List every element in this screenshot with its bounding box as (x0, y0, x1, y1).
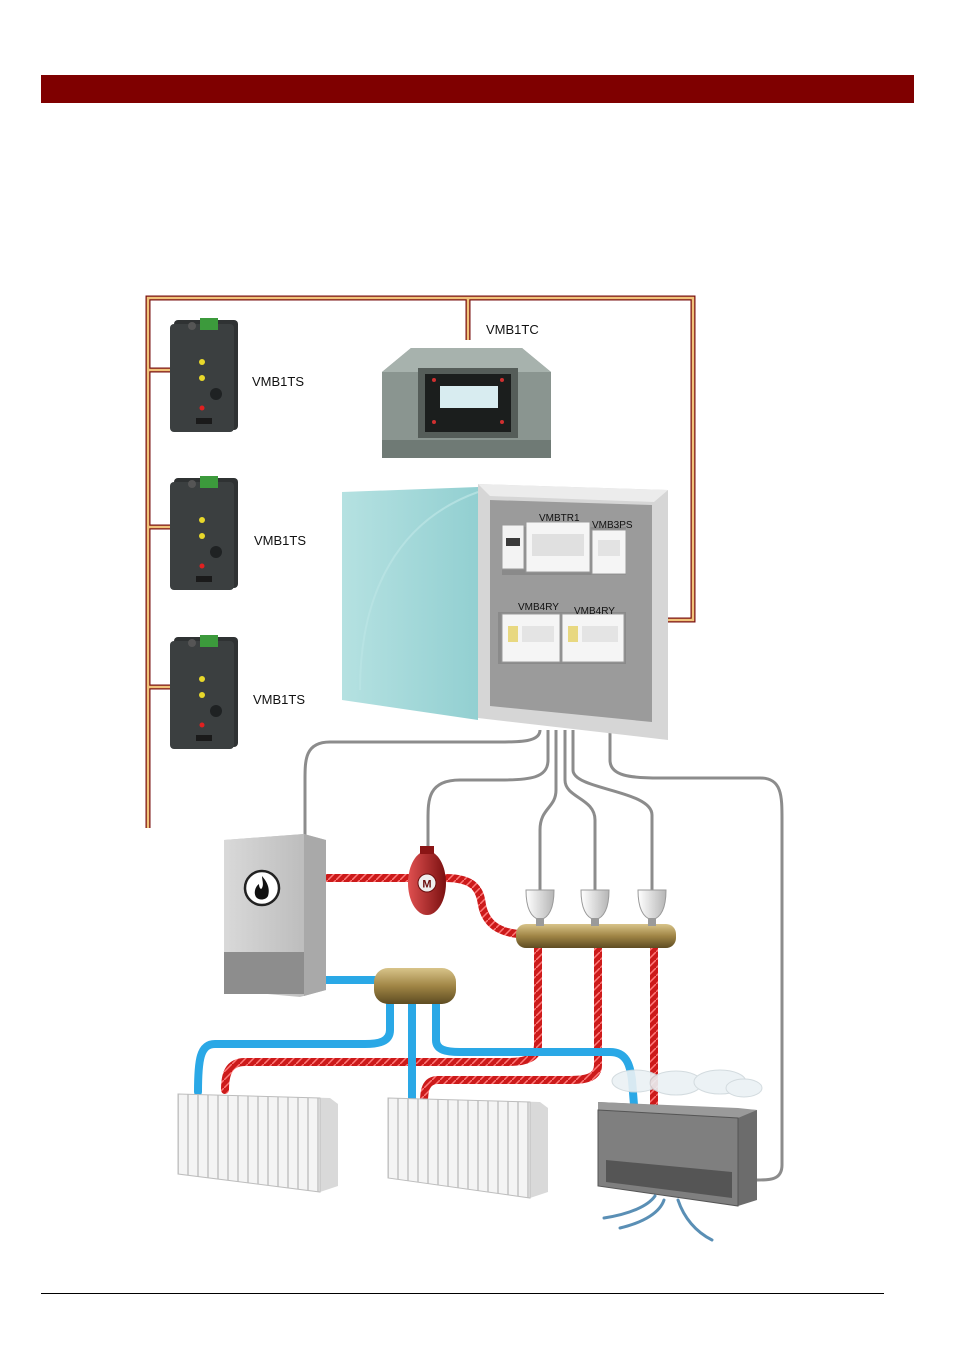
label-vmb1ts-2: VMB1TS (254, 533, 306, 548)
radiator-1 (178, 1094, 338, 1192)
vmb1tc-panel (382, 348, 551, 458)
vmb1ts-module-1 (170, 318, 238, 432)
label-vmb1ts-3: VMB1TS (253, 692, 305, 707)
airflow-icon (604, 1196, 712, 1240)
label-vmb4ry-2: VMB4RY (574, 606, 615, 617)
boiler (224, 834, 326, 997)
vmb3ps-module (592, 530, 626, 574)
valve-actuator-1 (526, 890, 554, 926)
motor-icon: M (408, 846, 446, 915)
vmbtr1-module (502, 522, 590, 572)
vmb1ts-module-3 (170, 635, 238, 749)
label-vmb4ry-1: VMB4RY (518, 602, 559, 613)
label-vmb3ps: VMB3PS (592, 520, 633, 531)
hot-manifold (516, 924, 676, 948)
vmb4ry-module-1 (502, 614, 560, 662)
valve-actuator-2 (581, 890, 609, 926)
convector-unit (598, 1102, 757, 1206)
flame-icon (245, 871, 279, 905)
footer-rule (41, 1293, 884, 1294)
label-vmb1ts-1: VMB1TS (252, 374, 304, 389)
motor-label: M (422, 879, 431, 891)
radiator-2 (388, 1098, 548, 1198)
valve-actuator-3 (638, 890, 666, 926)
label-vmbtr1: VMBTR1 (539, 513, 580, 524)
label-vmb1tc: VMB1TC (486, 322, 539, 337)
cold-manifold (374, 968, 456, 1004)
vmb4ry-module-2 (562, 614, 624, 662)
vmb1ts-module-2 (170, 476, 238, 590)
